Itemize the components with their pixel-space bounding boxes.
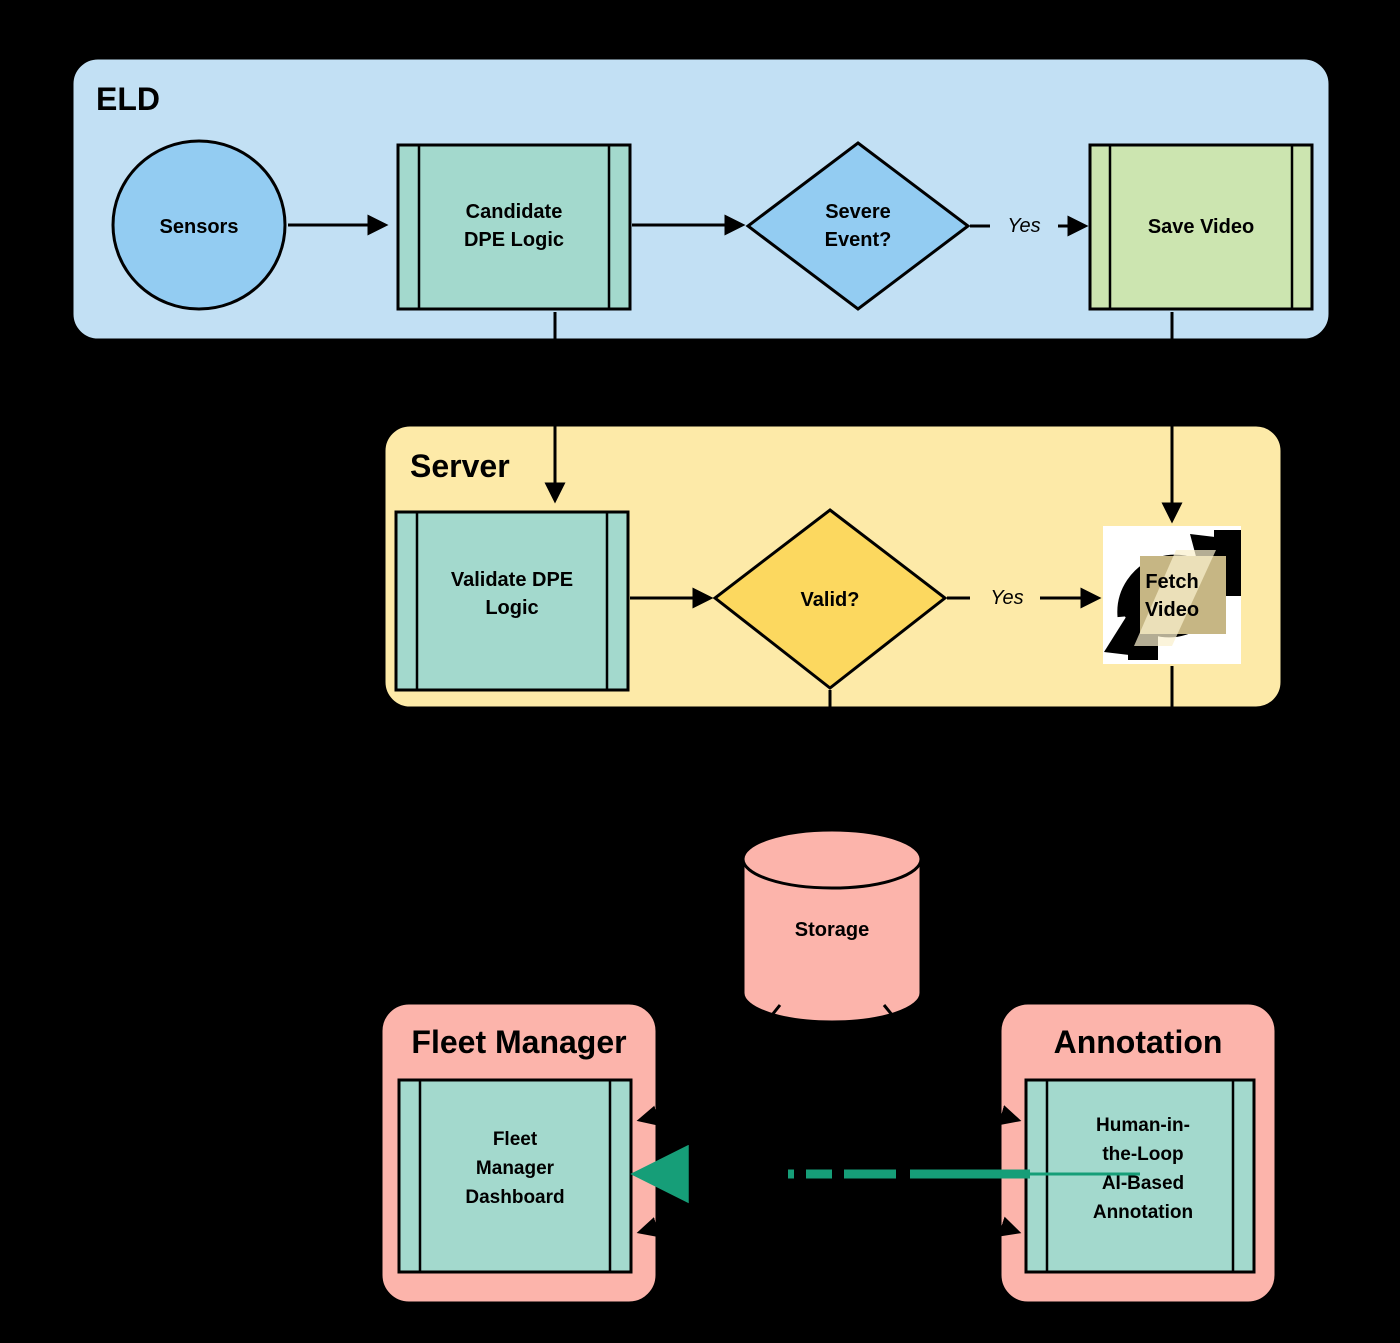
sensors-label: Sensors (160, 216, 239, 238)
save-video-label: Save Video (1148, 216, 1254, 238)
lane-eld-body (70, 56, 1332, 342)
candidate-dpe-shape (396, 143, 632, 311)
node-severe-event: Severe Event? (745, 141, 971, 311)
node-hitl-annotation: Human-in- the-Loop AI-Based Annotation (1024, 1078, 1256, 1274)
edge-annotation-to-storage (882, 1039, 1022, 1237)
edge-label-yes-server: Yes (990, 587, 1023, 609)
lane-annotation-title: Annotation (1054, 1024, 1223, 1060)
hitl-annotation-label-1: Human-in- (1096, 1115, 1190, 1136)
edge-storage-to-annotation (882, 1004, 1022, 1126)
edge-storage-to-fleet (636, 1004, 782, 1126)
fetch-video-label-2: Video (1145, 599, 1199, 621)
edge-fleet-to-storage (636, 1039, 782, 1238)
severe-event-shape (745, 141, 971, 311)
fetch-video-label-1: Fetch (1145, 571, 1198, 593)
storage-label: Storage (795, 919, 869, 941)
severe-event-label-2: Event? (825, 229, 892, 251)
save-video-shape (1088, 143, 1314, 311)
edge-valid-yes-to-fetch: Yes (947, 587, 1102, 609)
node-fetch-video: Fetch Video (1103, 526, 1241, 664)
valid-label: Valid? (801, 589, 860, 611)
node-valid: Valid? (712, 508, 948, 690)
lane-eld-title: ELD (96, 81, 160, 117)
fleet-dashboard-label-3: Dashboard (465, 1187, 564, 1208)
sensors-shape (111, 139, 287, 311)
node-fleet-dashboard: Fleet Manager Dashboard (397, 1078, 633, 1274)
validate-dpe-shape (394, 510, 630, 692)
fleet-dashboard-shape (397, 1078, 633, 1274)
edge-severe-yes-to-save: Yes (970, 215, 1089, 237)
validate-dpe-label-1: Validate DPE (451, 569, 573, 591)
storage-top (741, 828, 923, 890)
lane-eld: ELD (70, 56, 1332, 342)
hitl-annotation-label-4: Annotation (1093, 1202, 1193, 1223)
fleet-dashboard-label-1: Fleet (493, 1129, 538, 1150)
node-storage: Storage (741, 828, 923, 1024)
refresh-icon (1104, 530, 1241, 660)
edge-label-yes-eld: Yes (1007, 215, 1040, 237)
candidate-dpe-label-2: DPE Logic (464, 229, 564, 251)
severe-event-label-1: Severe (825, 201, 891, 223)
validate-dpe-label-2: Logic (485, 597, 538, 619)
node-validate-dpe: Validate DPE Logic (394, 510, 630, 692)
hitl-annotation-label-3: AI-Based (1102, 1173, 1184, 1194)
fleet-dashboard-label-2: Manager (476, 1158, 555, 1179)
lane-fleet-manager-title: Fleet Manager (411, 1024, 626, 1060)
lane-server-title: Server (410, 448, 510, 484)
hitl-annotation-label-2: the-Loop (1102, 1144, 1183, 1165)
node-candidate-dpe: Candidate DPE Logic (396, 143, 632, 311)
node-save-video: Save Video (1088, 143, 1314, 311)
candidate-dpe-label-1: Candidate (466, 201, 563, 223)
node-sensors: Sensors (111, 139, 287, 311)
storage-body (741, 857, 923, 1024)
valid-shape (712, 508, 948, 690)
